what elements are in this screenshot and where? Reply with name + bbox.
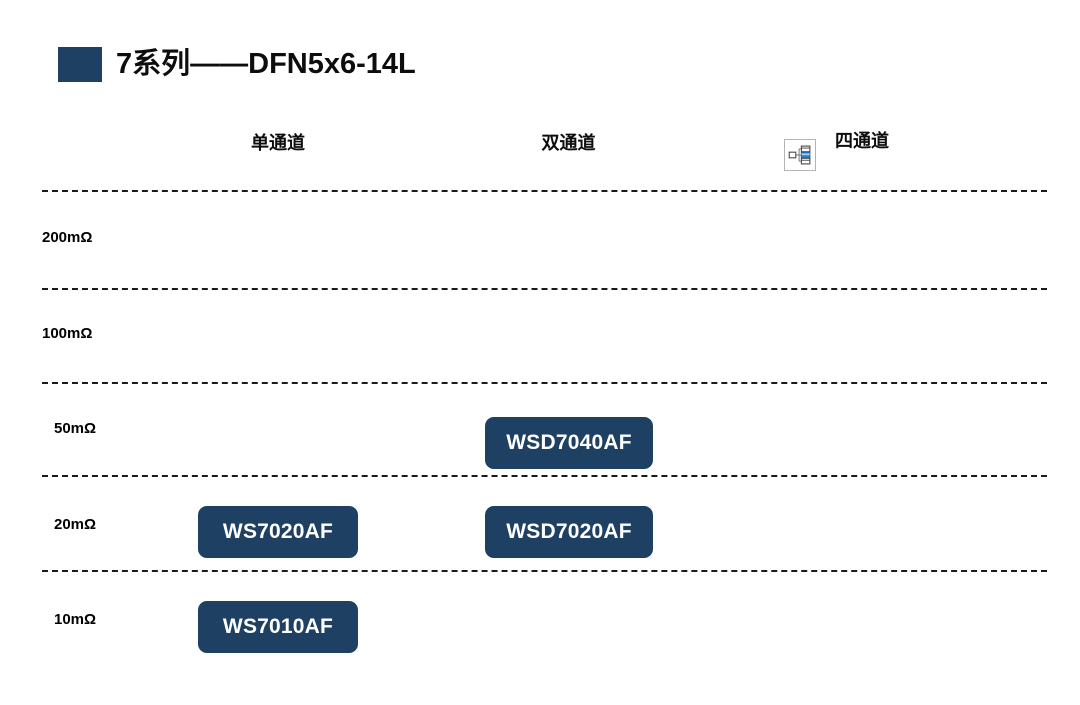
title-text: 7系列——DFN5x6-14L bbox=[116, 47, 416, 80]
product-badge-ws7010af[interactable]: WS7010AF bbox=[198, 601, 358, 653]
row-label-20mohm: 20mΩ bbox=[54, 516, 97, 533]
title-color-swatch bbox=[58, 46, 102, 82]
product-badge-ws7020af[interactable]: WS7020AF bbox=[198, 506, 358, 558]
page-title: 7系列——DFN5x6-14L bbox=[58, 42, 416, 86]
column-header-single-channel: 单通道 bbox=[251, 133, 305, 153]
row-divider-100-50 bbox=[42, 382, 1047, 384]
product-badge-wsd7040af[interactable]: WSD7040AF bbox=[485, 417, 653, 469]
column-header-quad-channel: 四通道 bbox=[835, 131, 889, 151]
row-label-100mohm: 100mΩ bbox=[42, 325, 93, 342]
row-label-200mohm: 200mΩ bbox=[42, 229, 93, 246]
row-divider-50-20 bbox=[42, 475, 1047, 477]
row-divider-20-10 bbox=[42, 570, 1047, 572]
row-label-10mohm: 10mΩ bbox=[54, 611, 97, 628]
row-label-50mohm: 50mΩ bbox=[54, 420, 97, 437]
row-divider-200-100 bbox=[42, 288, 1047, 290]
hierarchy-icon bbox=[784, 139, 816, 171]
product-badge-wsd7020af[interactable]: WSD7020AF bbox=[485, 506, 653, 558]
row-divider-top bbox=[42, 190, 1047, 192]
column-header-dual-channel: 双通道 bbox=[541, 133, 596, 153]
